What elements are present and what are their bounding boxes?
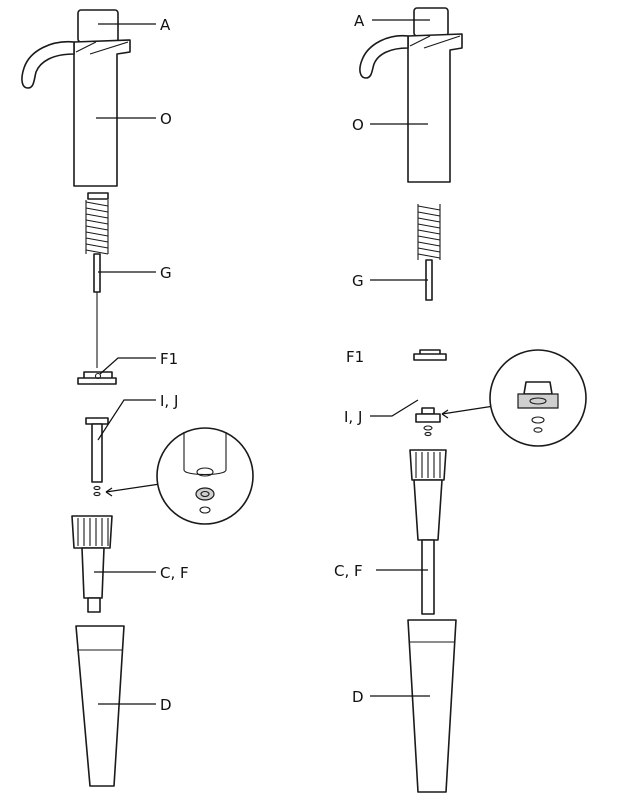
left-label-cf: C, F (160, 564, 189, 582)
right-leader-ij (370, 399, 419, 417)
left-assembly: A O G F1 I, J C, F D (21, 9, 254, 787)
right-label-o: O (352, 116, 364, 134)
right-part-d-tip (407, 619, 457, 793)
left-label-a: A (160, 16, 171, 34)
right-label-f1: F1 (346, 348, 364, 366)
right-label-a: A (354, 12, 365, 30)
left-label-d: D (160, 696, 172, 714)
left-leader-ij (97, 399, 156, 441)
right-part-f1-cap (413, 349, 447, 361)
left-part-a-plunger-button (77, 9, 119, 43)
right-label-d: D (352, 688, 364, 706)
left-part-ij-piston (85, 417, 109, 497)
left-label-f1: F1 (160, 350, 178, 368)
left-part-f1-cap (77, 371, 117, 385)
right-part-ij-piston (415, 407, 441, 437)
left-part-cf-collar-tube (71, 515, 113, 613)
left-label-g: G (160, 264, 172, 282)
left-label-ij: I, J (160, 392, 178, 410)
left-label-o: O (160, 110, 172, 128)
right-label-cf: C, F (334, 562, 363, 580)
right-part-o-handle (359, 33, 463, 183)
left-detail-magnifier (105, 427, 254, 525)
right-part-g-spring-rod (417, 204, 441, 301)
left-part-d-tip (75, 625, 125, 787)
right-label-g: G (352, 272, 364, 290)
right-part-a-plunger-button (413, 7, 449, 37)
right-part-cf-collar-tube (409, 449, 447, 615)
right-assembly: A O G F1 I, J C, F D (334, 7, 587, 793)
right-label-ij: I, J (344, 408, 362, 426)
right-detail-magnifier (441, 349, 587, 447)
left-leader-f1 (99, 357, 156, 375)
left-part-o-handle (21, 39, 131, 187)
left-part-g-spring-rod (85, 192, 109, 368)
